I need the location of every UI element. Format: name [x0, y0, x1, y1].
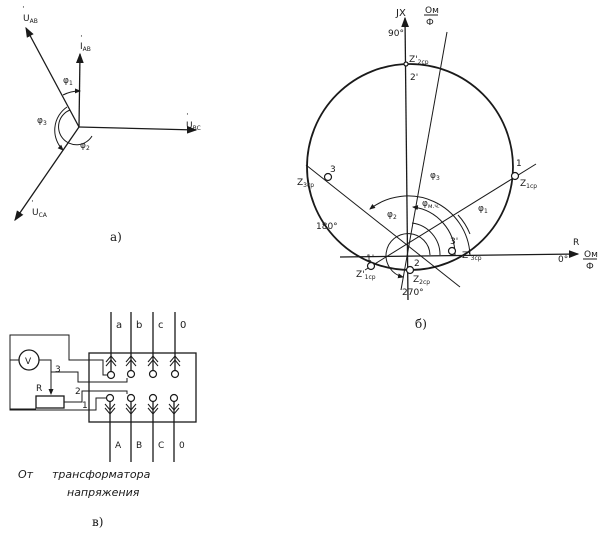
terminal-c-bottom: C: [158, 441, 164, 451]
top-leads: [110, 312, 176, 372]
wire-2-to-b: [64, 390, 128, 403]
node-label-1: 1: [82, 401, 88, 411]
label-unit-num-right: Ом: [584, 250, 598, 260]
angle-arc-phi3: [369, 195, 471, 256]
label-u-bc: UBC: [186, 121, 201, 132]
angle-arc-phi1: [457, 214, 471, 235]
label-z1: Z1ср: [520, 179, 537, 190]
point-3prime: [447, 246, 457, 256]
source-label-transformer: трансформатора: [52, 468, 151, 481]
bottom-socket-circles: [105, 393, 179, 403]
figure-v-wiring-schematic: V R 3 2 1 a b c 0 A B C 0 От трансформат…: [9, 312, 197, 529]
label-jx: JX: [395, 8, 406, 19]
label-point-3: 3: [330, 165, 336, 175]
angle-arc-phi3: [54, 106, 68, 151]
point-2prime: [403, 61, 409, 67]
point-1: [510, 171, 520, 181]
label-point-3prime: 3': [450, 237, 458, 247]
caption-a: а): [110, 230, 122, 244]
bottom-connector-chevrons: [104, 403, 180, 415]
dot-u-bc: ·: [186, 110, 189, 120]
label-z3: Z3ср: [297, 178, 314, 189]
label-point-2prime: 2': [410, 73, 418, 83]
point-2: [405, 265, 415, 275]
angle-arc-phi2: [385, 233, 431, 279]
wire-1-to-a: [9, 397, 106, 411]
max-sensitivity-line: [400, 31, 448, 291]
label-phi1: φ1: [63, 76, 73, 87]
terminal-b-bottom: B: [136, 441, 142, 451]
angle-arc-inner: [411, 222, 441, 256]
terminal-c-top: c: [158, 320, 164, 331]
voltmeter-label: V: [25, 357, 32, 367]
label-phi1: φ1: [478, 204, 488, 215]
label-z2: Z2ср: [413, 275, 430, 286]
vector-u-bc: [78, 125, 198, 134]
dot-u-ca: ·: [31, 197, 34, 207]
label-unit-num-top: Ом: [425, 6, 439, 16]
node-label-2: 2: [75, 387, 81, 397]
angle-arc-phi1: [62, 88, 81, 96]
label-r: R: [573, 238, 579, 248]
wire-v-to-a: [9, 334, 107, 376]
source-label-voltage: напряжения: [67, 486, 140, 499]
angle-arc-phi2: [58, 109, 93, 146]
caption-b: б): [415, 317, 427, 331]
angle-arc-phi-mch: [412, 205, 456, 256]
top-socket-circles: [106, 369, 180, 380]
source-label-from: От: [18, 468, 34, 481]
vector-u-ca: [14, 126, 80, 222]
label-u-ab: UAB: [23, 14, 38, 25]
node-label-3: 3: [55, 365, 61, 375]
dot-i-ab: ·: [80, 32, 83, 42]
caption-v: в): [92, 515, 103, 529]
label-point-1prime: 1': [366, 254, 374, 264]
label-point-1: 1: [516, 159, 522, 169]
label-phi-mch: φм.ч.: [422, 199, 440, 210]
dot-u-ab: ·: [22, 3, 25, 13]
line-1prime-1: [364, 163, 537, 271]
resistor-r: [35, 395, 65, 409]
figure-a-phasor-diagram: UAB · IAB · UBC · UCA · φ1 φ2 φ3 а): [14, 3, 201, 244]
label-270deg: 270°: [402, 288, 424, 298]
bottom-leads: [109, 401, 175, 462]
terminal-0-top: 0: [180, 320, 186, 331]
label-z2prime: Z'2ср: [409, 55, 429, 66]
terminal-0-bottom: 0: [179, 441, 185, 451]
label-i-ab: IAB: [80, 42, 91, 53]
label-u-ca: UCA: [32, 208, 48, 219]
label-unit-den-top: Ф: [426, 18, 434, 28]
label-phi3: φ3: [430, 171, 440, 182]
label-point-2: 2: [414, 259, 420, 269]
figure-b-circle-diagram: JX Ом Ф 90° Z'2ср 2' 1 Z1ср 3 Z3ср 1' Z'…: [297, 6, 598, 331]
terminal-a-top: a: [116, 320, 122, 331]
terminal-a-bottom: A: [115, 441, 122, 451]
vector-u-ab: [25, 26, 80, 128]
label-z3prime: Z'3ср: [462, 251, 482, 262]
label-unit-den-right: Ф: [586, 262, 594, 272]
wire-3-to-b: [39, 359, 128, 383]
resistor-label: R: [36, 384, 42, 394]
point-1prime: [366, 261, 376, 271]
terminal-block: [88, 352, 197, 423]
line-3-3prime: [305, 164, 461, 288]
point-3: [323, 172, 333, 182]
terminal-b-top: b: [136, 320, 142, 331]
label-phi2: φ2: [387, 210, 397, 221]
label-z1prime: Z'1ср: [356, 270, 376, 281]
label-0deg: 0°: [558, 255, 568, 265]
label-phi2: φ2: [80, 141, 90, 152]
label-90deg: 90°: [388, 29, 404, 39]
label-phi3: φ3: [37, 116, 47, 127]
axis-r: [339, 250, 580, 259]
top-connector-chevrons: [105, 355, 181, 367]
label-180deg: 180°: [316, 222, 338, 232]
